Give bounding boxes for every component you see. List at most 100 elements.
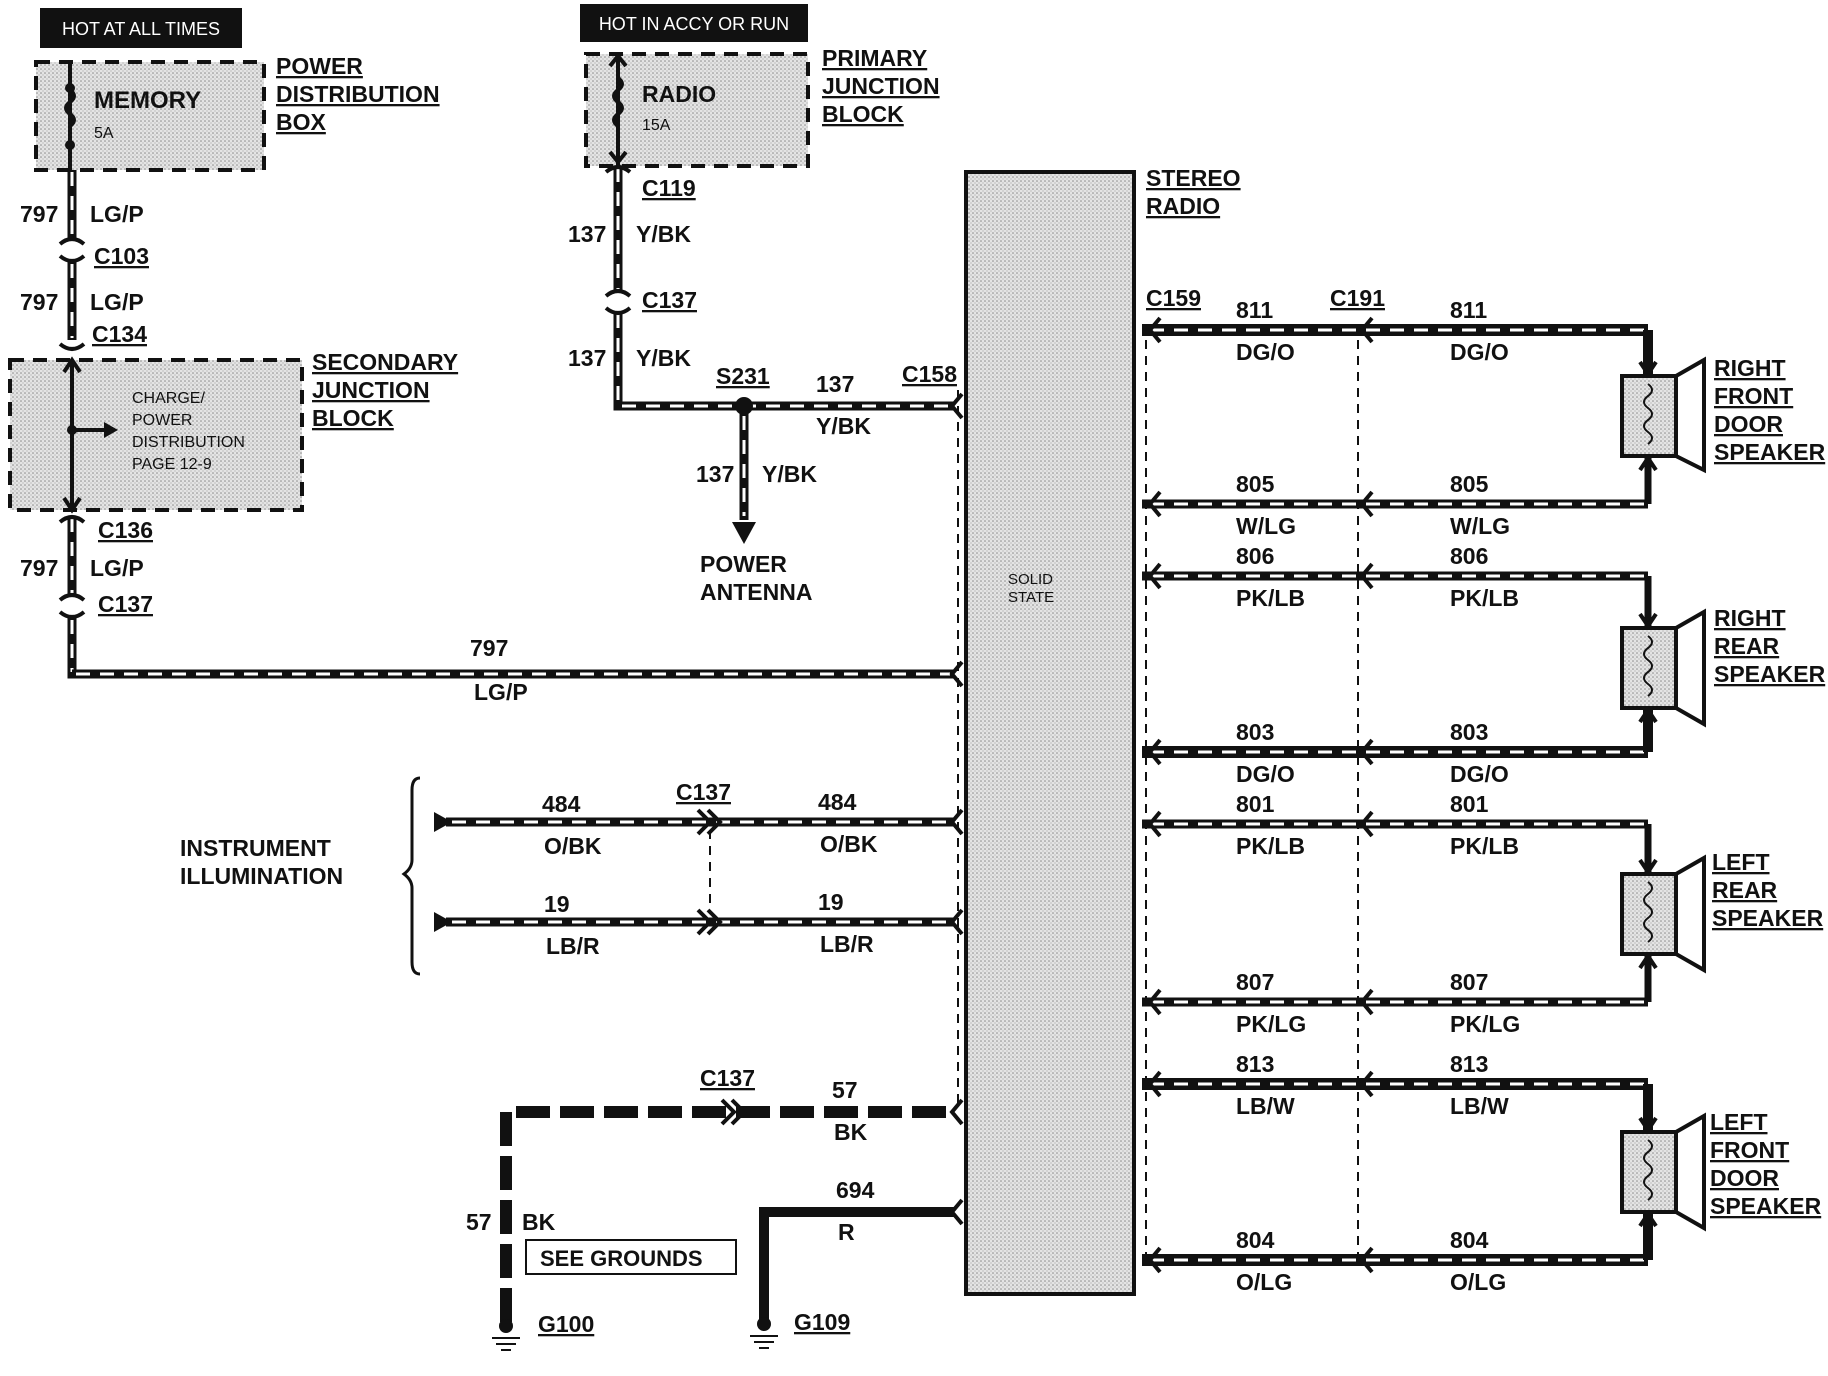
speaker-wire-number: 806 — [1236, 543, 1274, 569]
speaker-wire-number: 811 — [1450, 297, 1487, 323]
wire-57-num-1: 57 — [832, 1077, 858, 1103]
speaker-wire-color: PK/LB — [1236, 833, 1305, 859]
speaker-wire-number: 801 — [1450, 791, 1489, 817]
connector-cavity — [1147, 810, 1162, 838]
speaker-left-front: LEFT FRONT DOOR SPEAKER — [1620, 1109, 1822, 1232]
speaker-wire-color: W/LG — [1450, 513, 1510, 539]
connector-cavity — [1147, 1246, 1162, 1274]
wire-lgp-3: LG/P — [90, 555, 144, 581]
speaker-wire-number: 805 — [1450, 471, 1489, 497]
wire-lgp-4: LG/P — [474, 679, 528, 705]
power-antenna-label-2: ANTENNA — [700, 579, 812, 605]
connector-c103: C103 — [58, 237, 149, 269]
wire-bk-1: BK — [834, 1119, 868, 1145]
rr-speaker-label-2: REAR — [1714, 633, 1780, 659]
instrument-illumination-group: INSTRUMENT ILLUMINATION 484 O/BK 484 O/B… — [180, 776, 964, 976]
g109-label: G109 — [794, 1309, 850, 1335]
speaker-wire-number: 813 — [1236, 1051, 1274, 1077]
wire-lgp-2: LG/P — [90, 289, 144, 315]
connector-cavity — [1359, 562, 1374, 590]
instrument-illumination-label-1: INSTRUMENT — [180, 835, 331, 861]
wire-797-num-3: 797 — [20, 555, 58, 581]
speaker-wire-number: 804 — [1450, 1227, 1489, 1253]
wire-lbr-1: LB/R — [546, 933, 600, 959]
s231-label: S231 — [716, 363, 770, 389]
speaker-wire-color: DG/O — [1236, 761, 1295, 787]
hot-in-accy-run-banner: HOT IN ACCY OR RUN — [580, 4, 808, 42]
connector-c134: C134 — [58, 321, 147, 351]
connector-c136: C136 — [58, 515, 153, 543]
speaker-wire-color: DG/O — [1450, 339, 1509, 365]
speaker-wire-number: 803 — [1450, 719, 1488, 745]
wire-19-num-2: 19 — [818, 889, 844, 915]
connector-cavity — [1359, 988, 1374, 1016]
rf-speaker-label-4: SPEAKER — [1714, 439, 1826, 465]
see-grounds-box — [525, 1239, 737, 1275]
connector-cavity — [1359, 1246, 1374, 1274]
connector-cavity — [1147, 1070, 1162, 1098]
speaker-right-rear: RIGHT REAR SPEAKER — [1620, 605, 1826, 728]
speaker-wire-number: 804 — [1236, 1227, 1275, 1253]
pdb-title-3: BOX — [276, 109, 327, 135]
lr-speaker-label-2: REAR — [1712, 877, 1778, 903]
speaker-wire-color: LB/W — [1236, 1093, 1295, 1119]
connector-cavity — [1147, 316, 1162, 344]
wire-694-num: 694 — [836, 1177, 875, 1203]
connector-c119: C119 — [604, 165, 696, 201]
wire-57-num-2: 57 — [466, 1209, 492, 1235]
c191-label: C191 — [1330, 285, 1385, 311]
pjb-title-1: PRIMARY — [822, 45, 927, 71]
radio-fuse-label: RADIO — [642, 81, 716, 107]
memory-fuse-label: MEMORY — [94, 87, 201, 114]
rr-speaker-label-1: RIGHT — [1714, 605, 1786, 631]
c137-upper-label: C137 — [642, 287, 697, 313]
instrument-illumination-label-2: ILLUMINATION — [180, 863, 343, 889]
connector-cavity — [1359, 810, 1374, 838]
connector-cavity — [1359, 316, 1374, 344]
speaker-wire-number: 806 — [1450, 543, 1488, 569]
hot-at-all-times-banner: HOT AT ALL TIMES — [40, 8, 242, 48]
power-distribution-box: MEMORY 5A POWER DISTRIBUTION BOX — [34, 53, 440, 172]
wire-137-antenna: 137 Y/BK — [696, 406, 817, 544]
wire-797-horizontal: 797 LG/P — [67, 635, 964, 705]
wire-137-feed — [613, 166, 964, 420]
c137-illum-label: C137 — [676, 779, 731, 805]
ground-wire-57: C137 57 BK 57 BK SEE GROUNDS G100 — [466, 1065, 964, 1351]
sjb-inner-3: DISTRIBUTION — [132, 434, 245, 451]
speaker-wire-color: PK/LB — [1450, 585, 1519, 611]
pjb-title-3: BLOCK — [822, 101, 904, 127]
lf-speaker-label-3: DOOR — [1710, 1165, 1779, 1191]
sjb-inner-4: PAGE 12-9 — [132, 456, 212, 473]
wire-ybk-2: Y/BK — [636, 345, 691, 371]
wire-lbr-2: LB/R — [820, 931, 874, 957]
wire-484-num-1: 484 — [542, 791, 581, 817]
speaker-wire-color: PK/LB — [1236, 585, 1305, 611]
speaker-wire-color: DG/O — [1236, 339, 1295, 365]
speaker-wire-number: 813 — [1450, 1051, 1488, 1077]
ground-wire-694: 694 R G109 — [750, 1177, 964, 1349]
memory-fuse-rating: 5A — [94, 125, 114, 142]
speaker-wire-color: W/LG — [1236, 513, 1296, 539]
lf-speaker-label-2: FRONT — [1710, 1137, 1789, 1163]
wire-797-num-1: 797 — [20, 201, 58, 227]
c158-label: C158 — [902, 361, 957, 387]
power-antenna-label-1: POWER — [700, 551, 787, 577]
ground-g100-icon — [499, 1319, 513, 1333]
wire-lgp-1: LG/P — [90, 201, 144, 227]
connector-cavity — [1147, 738, 1162, 766]
pdb-title-2: DISTRIBUTION — [276, 81, 440, 107]
wire-obk-1: O/BK — [544, 833, 602, 859]
connector-cavity — [1359, 490, 1374, 518]
speaker-wire-number: 807 — [1450, 969, 1488, 995]
connector-cavity — [1147, 562, 1162, 590]
see-grounds-text: SEE GROUNDS — [540, 1246, 703, 1271]
speaker-wire-color: O/LG — [1450, 1269, 1506, 1295]
wire-797-num-2: 797 — [20, 289, 58, 315]
wire-137-num-1: 137 — [568, 221, 606, 247]
speaker-wire-number: 803 — [1236, 719, 1274, 745]
sjb-inner-1: CHARGE/ — [132, 390, 205, 407]
speaker-wire-color: PK/LG — [1236, 1011, 1306, 1037]
sjb-title-2: JUNCTION — [312, 377, 430, 403]
speaker-left-rear: LEFT REAR SPEAKER — [1620, 849, 1824, 974]
speaker-wire-color: DG/O — [1450, 761, 1509, 787]
